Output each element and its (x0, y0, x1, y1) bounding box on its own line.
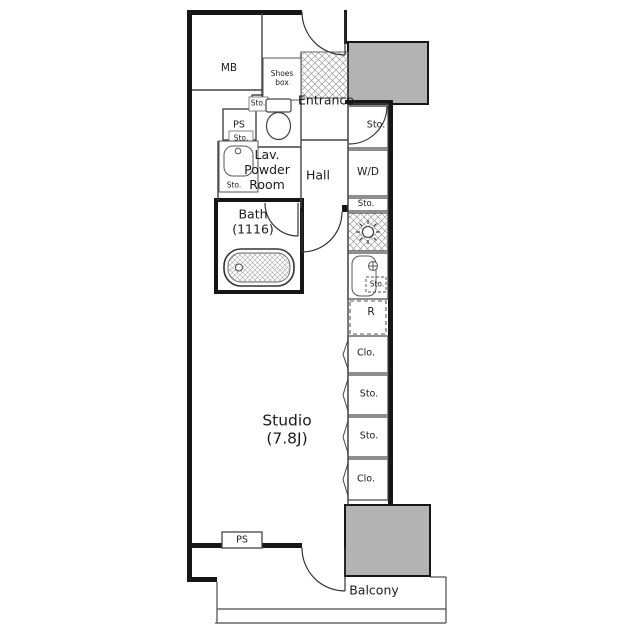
closet-door-marks (342, 339, 349, 497)
label-storage-toilet-upper: Sto. (250, 98, 266, 108)
refrigerator-space-box (349, 300, 387, 335)
label-entrance: Entrance (297, 92, 355, 108)
balcony-outline (215, 576, 447, 624)
sink-icon (351, 255, 387, 297)
label-meter-box: MB (220, 61, 238, 74)
kitchen-storage-column (347, 103, 389, 501)
concrete-pillar-icons (344, 41, 431, 577)
label-storage-shelf-upper: Sto. (359, 388, 379, 400)
label-bath: Bath (1116) (232, 206, 274, 236)
label-pipe-space-top: PS (233, 119, 245, 131)
label-lav-powder-room: Lav. Powder Room (244, 146, 290, 192)
label-balcony: Balcony (349, 582, 399, 598)
stove-burner-icon (356, 220, 380, 244)
label-shoes-box: Shoes box (270, 69, 294, 87)
label-storage-toilet-lower: Sto. (233, 133, 249, 143)
label-hall: Hall (305, 167, 331, 183)
shoes-box (262, 57, 302, 101)
bathtub-icon (223, 248, 295, 287)
entrance-tile (300, 51, 349, 99)
label-refrigerator: R (367, 305, 375, 318)
label-storage-entrance: Sto. (366, 119, 386, 131)
label-pipe-space-bottom: PS (236, 534, 248, 546)
label-studio: Studio (7.8J) (262, 411, 312, 448)
toilet-icon (265, 98, 292, 141)
label-storage-sink: Sto. (369, 279, 385, 289)
label-storage-wd: Sto. (357, 198, 375, 209)
label-closet-upper: Clo. (357, 347, 375, 359)
door-arc-icons (264, 11, 388, 592)
label-closet-lower: Clo. (357, 473, 375, 485)
label-storage-shelf-lower: Sto. (359, 430, 379, 442)
label-washer-dryer: W/D (356, 165, 380, 178)
pipe-space-bottom-box (221, 531, 263, 549)
label-storage-vanity: Sto. (226, 180, 242, 190)
washbasin-icon (218, 140, 259, 193)
